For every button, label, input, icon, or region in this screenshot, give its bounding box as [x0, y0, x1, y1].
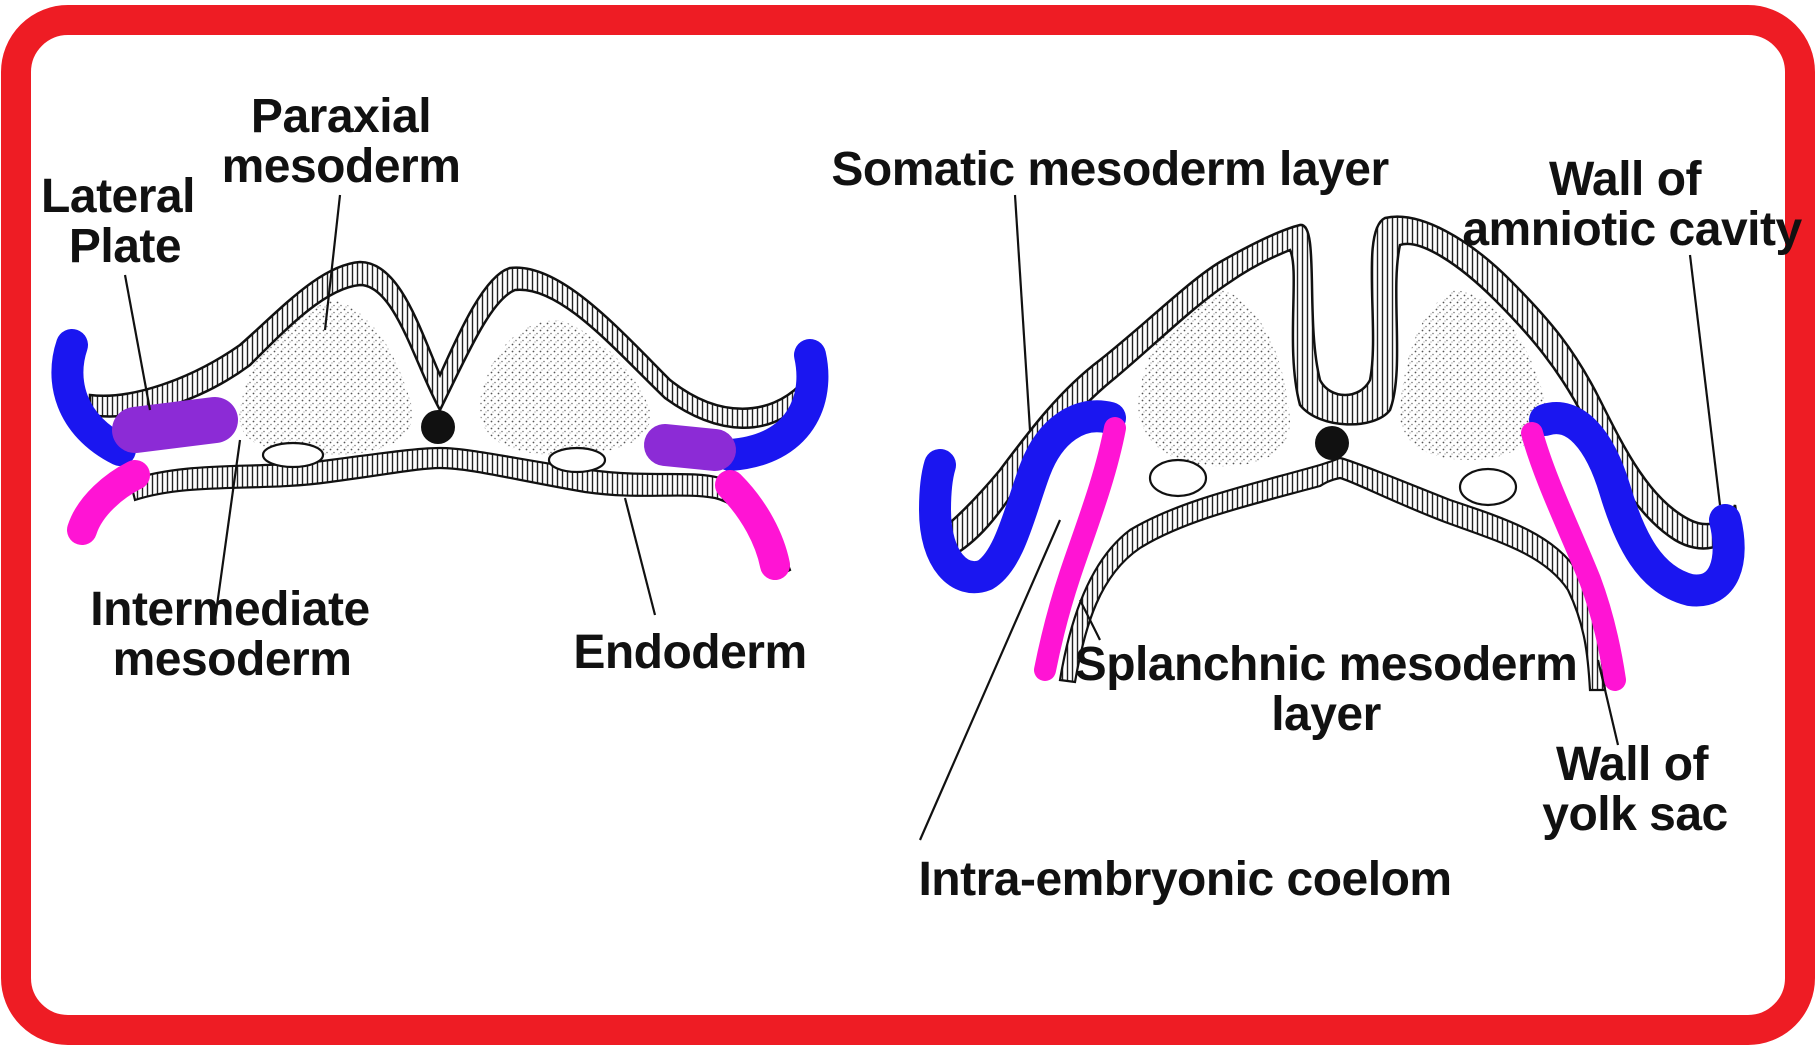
label-amnion-line1: Wall of: [1549, 153, 1703, 206]
left-nephric-oval-right: [549, 448, 605, 472]
label-yolk-line2: yolk sac: [1542, 788, 1727, 841]
label-paraxial-line2: mesoderm: [222, 140, 461, 193]
left-intermediate-mesoderm-left: [135, 420, 215, 430]
left-intermediate-mesoderm-right: [665, 445, 715, 450]
left-nephric-oval-left: [263, 443, 323, 467]
label-endoderm: Endoderm: [573, 626, 806, 679]
label-somatic: Somatic mesoderm layer: [831, 143, 1388, 196]
label-lateral-line1: Lateral: [41, 170, 195, 223]
right-nephric-oval-right: [1460, 469, 1516, 505]
left-notochord: [421, 410, 455, 444]
label-paraxial-line1: Paraxial: [251, 90, 431, 143]
label-splanchnic-line2: layer: [1271, 688, 1381, 741]
right-notochord: [1315, 426, 1349, 460]
label-lateral-line2: Plate: [69, 220, 181, 273]
label-intermediate-line2: mesoderm: [113, 633, 352, 686]
label-yolk-line1: Wall of: [1556, 738, 1710, 791]
label-intermediate-line1: Intermediate: [90, 583, 369, 636]
right-nephric-oval-left: [1150, 460, 1206, 496]
label-splanchnic-line1: Splanchnic mesoderm: [1075, 638, 1578, 691]
label-coelom: Intra-embryonic coelom: [918, 853, 1451, 906]
label-amnion-line2: amniotic cavity: [1462, 203, 1802, 256]
